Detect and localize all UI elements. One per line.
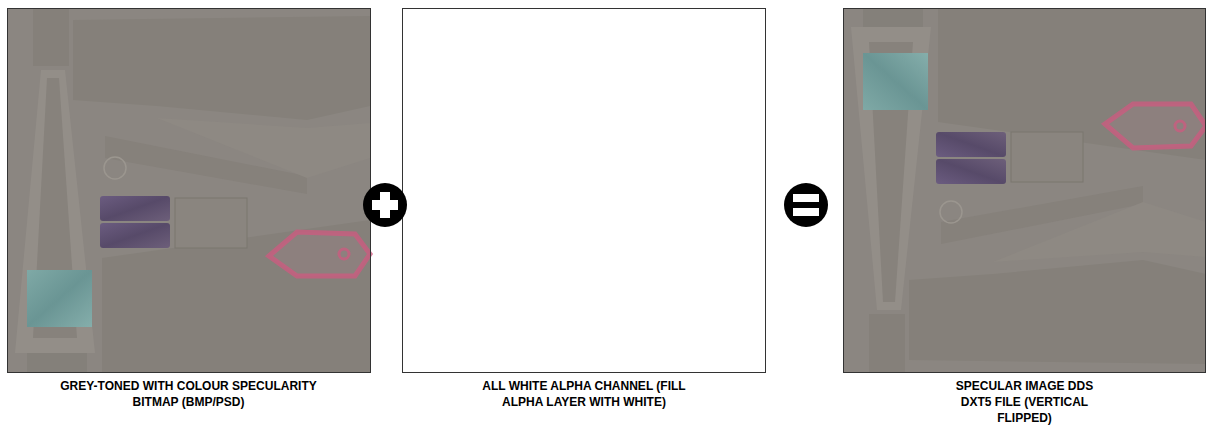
alpha-channel-panel xyxy=(403,9,766,373)
source-bitmap-panel: GREY-TONED WITH COLOUR SPECULARITY BITMA… xyxy=(7,8,370,410)
panel-caption: SPECULAR IMAGE DDS DXT5 FILE (VERTICAL F… xyxy=(950,378,1100,426)
alpha-channel-panel: ALL WHITE ALPHA CHANNEL (FILL ALPHA LAYE… xyxy=(402,8,766,410)
plus-symbol xyxy=(363,183,407,227)
source-bitmap xyxy=(7,8,371,373)
specular-image-panel: SPECULAR IMAGE DDS DXT5 FILE (VERTICAL F… xyxy=(843,8,1206,426)
specular-image xyxy=(843,8,1206,373)
equals-symbol xyxy=(784,183,828,227)
panel-caption: GREY-TONED WITH COLOUR SPECULARITY BITMA… xyxy=(39,378,339,410)
panel-caption: ALL WHITE ALPHA CHANNEL (FILL ALPHA LAYE… xyxy=(462,378,707,410)
